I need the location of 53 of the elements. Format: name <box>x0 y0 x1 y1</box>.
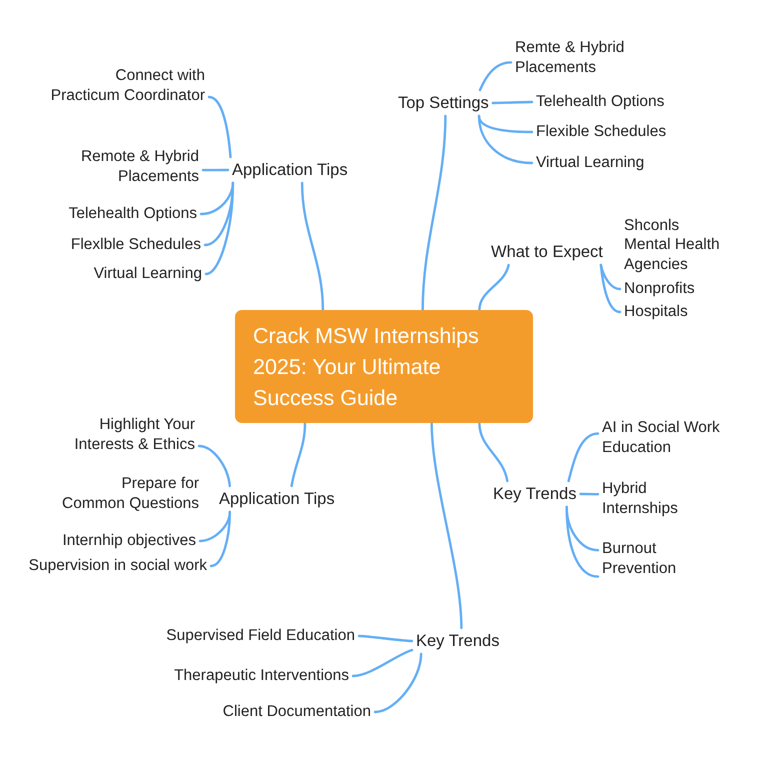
connector-line <box>210 510 231 568</box>
subtopic-text: Burnout Prevention <box>598 537 680 581</box>
central-topic-box: Crack MSW Internships 2025: Your Ultimate Success Guide <box>235 310 533 423</box>
subtopic-text: Therapeutic Interventions <box>170 664 353 688</box>
subtopic-text: AI in Social Work Education <box>598 416 724 460</box>
connector-line <box>478 114 534 164</box>
subtopic-text: Remote & Hybrid Placements <box>76 145 203 189</box>
subtopic-text: Telehealth Options <box>64 202 201 226</box>
subtopic-text: Telehealth Options <box>532 90 668 114</box>
connector-line <box>198 444 231 488</box>
connector-line <box>202 168 230 172</box>
connector-line <box>600 264 622 290</box>
subtopic-text: Connect with Practicum Coordinator <box>46 64 209 108</box>
subtopic-text: Supervised Field Education <box>162 624 359 648</box>
subtopic-text: Remte & Hybrid Placements <box>511 36 628 80</box>
connector-line <box>374 652 422 714</box>
connector-line <box>566 506 600 578</box>
subtopic-text: Hospitals <box>620 300 692 324</box>
connector-line <box>478 61 512 92</box>
subtopic-text: Flexible Schedules <box>532 120 670 144</box>
connector-line <box>579 492 600 496</box>
connector-line <box>492 100 534 104</box>
subtopic-text: Mental Health Agencies <box>623 235 721 275</box>
connector-line <box>600 264 622 314</box>
connector-line <box>430 422 463 630</box>
branch-heading: Top Settings <box>394 90 493 116</box>
subtopic-text: Hybrid Internships <box>598 477 682 521</box>
branch-heading: What to Expect <box>487 239 607 265</box>
branch-heading: Application Tips <box>228 157 352 183</box>
connector-line <box>290 422 306 488</box>
connector-line <box>478 114 534 134</box>
connector-line <box>478 422 508 482</box>
branch-heading: Key Trends <box>489 481 580 507</box>
connector-line <box>204 182 234 276</box>
subtopic-text: Client Documentation <box>218 700 375 724</box>
subtopic-text: Internhip objectives <box>58 529 200 553</box>
connector-line <box>567 432 600 482</box>
connector-line <box>208 96 232 158</box>
subtopic-text: Shconls <box>623 216 680 236</box>
subtopic-text: Flexlble Schedules <box>66 233 205 257</box>
subtopic-text: Virtual Learning <box>532 151 648 175</box>
connector-line <box>352 648 414 678</box>
branch-heading: Key Trends <box>412 628 504 654</box>
subtopic-text: Supervision in social work <box>24 554 211 578</box>
connector-line <box>358 634 414 642</box>
subtopic-text: Nonprofits <box>620 277 699 301</box>
subtopic-text: Virtual Learning <box>90 262 206 286</box>
subtopic-text: Highlight Your Interests & Ethics <box>70 413 199 457</box>
branch-heading: Application Tips <box>215 486 339 512</box>
subtopic-text: Prepare for Common Questions <box>61 474 200 514</box>
connector-line <box>300 182 324 312</box>
connector-line <box>478 264 510 312</box>
connector-line <box>422 114 447 312</box>
